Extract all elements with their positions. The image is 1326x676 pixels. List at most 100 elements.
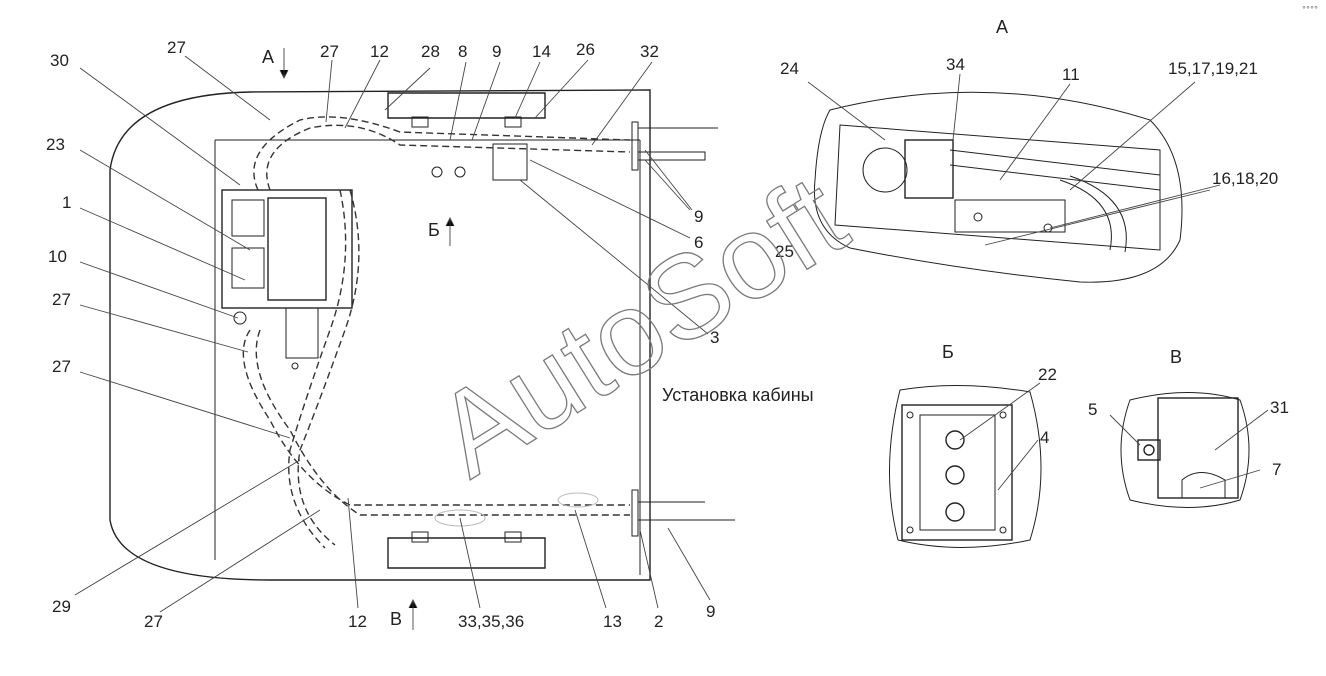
label-23: 23 <box>46 135 65 154</box>
view-b-label-22: 22 <box>1038 365 1057 384</box>
label-8: 8 <box>458 42 467 61</box>
hinge-top-left <box>411 116 429 128</box>
hinge-bottom-right <box>504 531 522 543</box>
cabin-plan-view <box>109 89 735 581</box>
view-a-plate <box>954 199 1066 233</box>
control-panel-inner <box>919 414 996 531</box>
bottom-bracket <box>387 537 546 569</box>
label-13: 13 <box>603 612 622 631</box>
hinge-bottom-left <box>411 531 429 543</box>
view-v-bracket <box>1137 439 1161 461</box>
label-26: 26 <box>576 40 595 59</box>
label-33-35-36: 33,35,36 <box>458 612 524 631</box>
view-a-label-16-18-20: 16,18,20 <box>1212 169 1278 188</box>
view-a-title: А <box>996 17 1008 37</box>
hinge-top-right <box>504 116 522 128</box>
view-arrow-a <box>279 48 289 80</box>
view-v-frame <box>1157 397 1239 499</box>
view-v-detail: В 5 31 7 <box>1088 347 1289 508</box>
view-v-label-31: 31 <box>1270 398 1289 417</box>
leader-lines-main <box>74 55 711 613</box>
label-27-left1: 27 <box>52 290 71 309</box>
fitting-b <box>454 166 466 178</box>
view-b-detail: Б 22 4 <box>888 342 1057 548</box>
view-a-label-24: 24 <box>780 59 799 78</box>
hose-4 <box>255 329 630 516</box>
view-a-pipe-2 <box>1059 175 1127 253</box>
label-6: 6 <box>694 233 703 252</box>
label-9-right: 9 <box>694 207 703 226</box>
view-v-marker: В <box>390 609 402 629</box>
view-b-label-4: 4 <box>1040 428 1049 447</box>
hose-6 <box>288 189 347 549</box>
pipe-top-out <box>638 127 718 161</box>
view-a-detail: А 24 34 11 15,17,19,21 16,18,20 25 <box>775 17 1278 283</box>
fitting-a <box>431 166 443 178</box>
knob-3 <box>945 502 965 522</box>
top-bracket <box>387 92 546 119</box>
view-a-bolt-1 <box>973 212 983 222</box>
label-12-top: 12 <box>370 42 389 61</box>
label-27-bottom: 27 <box>144 612 163 631</box>
view-v-title: В <box>1170 347 1182 367</box>
ghost-outline <box>434 509 486 527</box>
label-9-bottom: 9 <box>706 602 715 621</box>
view-a-label-15-17-19-21: 15,17,19,21 <box>1168 59 1258 78</box>
label-32: 32 <box>640 42 659 61</box>
cabin-outline <box>109 89 651 581</box>
view-a-label-11: 11 <box>1062 65 1080 84</box>
label-29: 29 <box>52 597 71 616</box>
corner-mark: °°°° <box>1302 5 1318 14</box>
view-a-outline <box>813 91 1183 283</box>
title-cabin-installation: Установка кабины <box>662 385 814 405</box>
label-9-top: 9 <box>492 42 501 61</box>
view-a-housing <box>834 124 1161 251</box>
knob-2 <box>945 465 965 485</box>
view-a-valve <box>904 139 954 199</box>
watermark: AutoSoft <box>414 150 868 502</box>
view-b-outline <box>888 384 1042 548</box>
label-3: 3 <box>710 328 719 347</box>
view-arrow-v <box>408 598 418 630</box>
view-arrow-b <box>445 216 455 246</box>
label-2: 2 <box>654 612 663 631</box>
label-30: 30 <box>50 51 69 70</box>
label-12-bottom: 12 <box>348 612 367 631</box>
view-v-bolt <box>1143 444 1155 456</box>
label-27-left2: 27 <box>52 357 71 376</box>
view-v-label-7: 7 <box>1272 460 1281 479</box>
view-a-label-34: 34 <box>946 55 965 74</box>
panel-screw-4 <box>999 526 1007 534</box>
hose-1 <box>253 116 631 191</box>
panel-screw-3 <box>906 526 914 534</box>
view-a-fan <box>862 147 908 193</box>
view-a-marker: А <box>262 47 274 67</box>
label-27-top: 27 <box>167 38 186 57</box>
label-1: 1 <box>62 193 71 212</box>
bulkhead-top <box>631 121 639 171</box>
pipe-bottom-out <box>638 501 735 521</box>
panel-screw-2 <box>999 411 1007 419</box>
ghost-outline-2 <box>557 492 599 508</box>
label-27-top2: 27 <box>320 42 339 61</box>
hose-3 <box>242 329 630 506</box>
hose-5 <box>297 189 360 546</box>
view-a-pipe-1 <box>949 149 1161 191</box>
label-10: 10 <box>48 247 67 266</box>
label-28: 28 <box>421 42 440 61</box>
heater-unit <box>221 189 353 370</box>
view-b-marker: Б <box>428 220 440 240</box>
view-v-cutout <box>1181 472 1226 498</box>
label-14: 14 <box>532 42 551 61</box>
view-v-outline <box>1120 392 1250 508</box>
view-a-bolt-2 <box>1043 223 1053 233</box>
panel-screw-1 <box>906 411 914 419</box>
view-v-label-5: 5 <box>1088 400 1097 419</box>
view-a-label-25: 25 <box>775 242 794 261</box>
valve-block <box>492 143 528 181</box>
bulkhead-bottom <box>631 489 639 537</box>
knob-1 <box>945 430 965 450</box>
hose-2 <box>266 124 631 191</box>
view-b-title: Б <box>942 342 954 362</box>
